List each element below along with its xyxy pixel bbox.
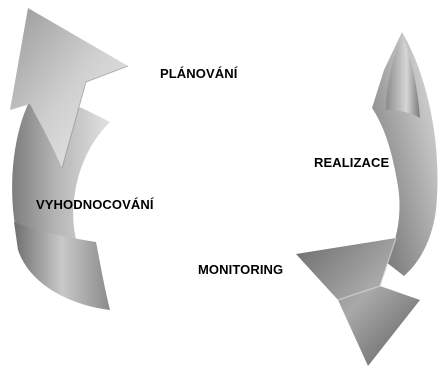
label-monitoring: MONITORING	[198, 262, 284, 277]
left-cycle-arrow	[10, 8, 129, 310]
left-arrowhead-edge	[61, 65, 129, 169]
label-planning: PLÁNOVÁNÍ	[160, 66, 238, 81]
right-arrowhead-highlight	[337, 237, 397, 301]
label-realization: REALIZACE	[314, 155, 390, 170]
right-arrowhead	[296, 238, 420, 366]
label-evaluation: VYHODNOCOVÁNÍ	[36, 197, 154, 212]
left-arrowhead	[10, 8, 128, 168]
left-arrow-band	[14, 222, 110, 310]
right-cycle-arrow	[296, 32, 438, 366]
right-arrow-band	[386, 32, 420, 118]
